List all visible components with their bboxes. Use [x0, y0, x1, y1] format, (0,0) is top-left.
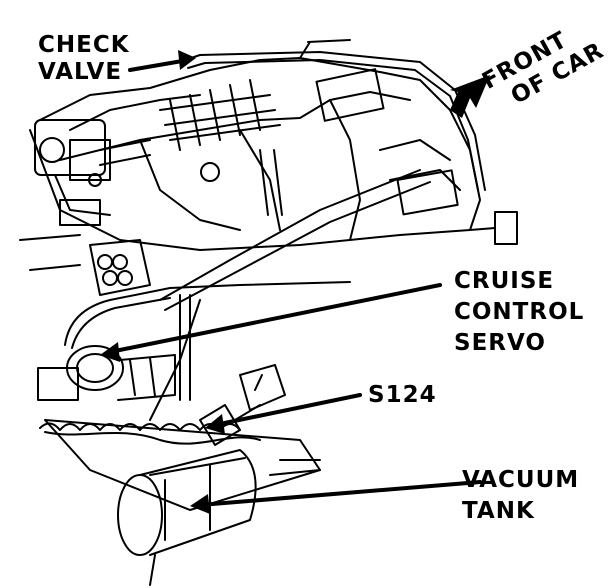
cruise-servo-line-3: SERVO [454, 330, 546, 356]
check-valve-line-2: VALVE [38, 59, 123, 85]
label-arrows [108, 58, 482, 507]
alternator-assembly [19, 119, 151, 296]
s124-label: S124 [368, 382, 437, 408]
s124-component [199, 364, 286, 446]
vacuum-tank-label: VACUUM TANK [462, 465, 579, 527]
vacuum-tank [117, 449, 257, 586]
vacuum-tank-line-2: TANK [462, 498, 535, 524]
vacuum-tank-line-1: VACUUM [462, 467, 580, 493]
arrow-heads [100, 50, 490, 514]
check-valve-line-1: CHECK [38, 32, 130, 58]
cruise-servo-line-1: CRUISE [454, 268, 555, 294]
cruise-control-servo [37, 281, 351, 401]
front-arrow [450, 75, 490, 118]
check-valve-label: CHECK VALVE [38, 32, 130, 86]
cruise-servo-line-2: CONTROL [454, 299, 585, 325]
cruise-control-servo-label: CRUISE CONTROL SERVO [454, 266, 584, 359]
